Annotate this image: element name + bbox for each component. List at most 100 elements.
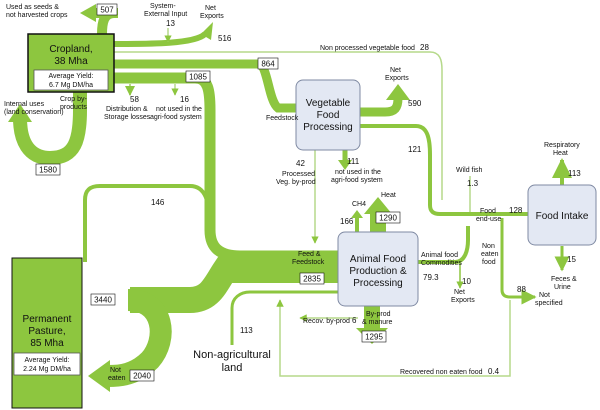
cropland-yield-label: Average Yield: [48,73,93,80]
not-eaten-value: 2040 [133,372,151,381]
flow-non-processed-veg [114,51,443,200]
feces-value: 15 [567,255,576,264]
manure-value: 1295 [365,333,383,342]
veg-net-exports-value: 590 [408,99,422,108]
system-input-label-1: System- [150,3,176,10]
ch4-label: CH4 [352,201,366,208]
crop-byproducts-label-2: products [60,104,87,111]
wild-fish-label: Wild fish [456,167,483,174]
respiratory-value: 113 [568,169,581,178]
animal-line-1: Animal Food [350,254,406,265]
pasture-title-1: Permanent [23,314,72,325]
recovered-non-eaten-label: Recovered non eaten food [400,369,483,376]
recovered-non-eaten-value: 0.4 [488,367,500,376]
veg-not-used-value: 111 [347,157,360,166]
flow-animal-commodities [418,226,470,264]
manure-label-1: By-prod [366,311,391,318]
veg-not-used-label-1: not used in the [335,169,381,176]
node-vegetable-processing: Vegetable Food Processing [295,79,361,151]
flow-recovered-non-eaten [276,299,511,377]
crop-to-feed-value: 1085 [189,73,207,82]
feces-label-2: Urine [554,284,571,291]
internal-uses-label-1: Internal uses [4,101,45,108]
pasture-grazed-value: 3440 [94,296,112,305]
not-used-agri-label-1: not used in the [156,106,202,113]
flow-ch4-arrow [351,210,363,218]
pasture-to-feed-value: 146 [151,198,165,207]
not-eaten-label-1: Not [110,367,121,374]
flow-pasture-grazed [130,257,338,313]
flow-non-eaten-food [500,218,537,305]
recov-byprod-value: 6 [352,316,357,325]
non-processed-veg-value: 28 [420,43,429,52]
animal-commodities-value: 79.3 [423,273,439,282]
flow-veg-net-exports-arrow [386,84,410,100]
manure-label-2: & manure [362,319,392,326]
flow-crop-net-exports [113,31,208,47]
system-input-label-2: External Input [144,11,187,18]
flow-crop-byproducts-arrow [8,104,32,122]
ch4-value: 166 [340,217,354,226]
not-used-agri-label-2: agri-food system [150,114,202,121]
not-specified-label-2: specified [535,300,563,307]
node-non-agri-land: Non-agricultural land [193,349,271,374]
non-eaten-value: 88 [517,285,526,294]
non-processed-veg-label: Non processed vegetable food [320,45,415,52]
flow-non-agri-input [230,290,338,345]
distribution-losses-value: 58 [130,95,139,104]
vegetable-line-1: Vegetable [306,98,351,109]
veg-to-intake-value: 121 [408,145,422,154]
heat-label: Heat [381,192,396,199]
food-end-use-label-1: Food [480,208,496,215]
system-input-value: 13 [166,19,175,28]
cropland-title-1: Cropland, [49,44,92,55]
seeds-label-2: not harvested crops [6,12,68,19]
cropland-yield-value: 6.7 Mg DM/ha [49,82,93,89]
crop-byproducts-value: 1580 [39,166,57,175]
distribution-losses-label-2: Storage losses [104,114,151,121]
veg-net-exports-label-2: Exports [385,75,409,82]
crop-net-exports-label-1: Net [205,5,216,12]
pasture-title-3: 85 Mha [30,338,64,349]
flow-not-eaten [107,289,172,387]
crop-to-veg-value: 864 [261,60,275,69]
not-specified-label-1: Not [539,292,550,299]
feed-feedstock-label-1: Feed & [298,251,321,258]
non-eaten-label-2: eaten [481,251,499,258]
flow-veg-not-used-arrow [338,160,352,170]
pasture-yield-value: 2.24 Mg DM/ha [23,366,71,373]
crop-net-exports-label-2: Exports [200,13,224,20]
feedstock-label: Feedstock [266,115,299,122]
pasture-yield-label: Average Yield: [24,357,69,364]
node-cropland: Cropland, 38 Mha Average Yield: 6.7 Mg D… [27,33,115,93]
non-eaten-label-1: Non [482,243,495,250]
crop-byproducts-label-1: Crop by- [60,96,88,103]
respiratory-label-1: Respiratory [544,142,580,149]
internal-uses-label-2: (land conservation) [4,109,64,116]
flow-veg-to-intake [360,124,528,216]
non-agri-input-value: 113 [240,326,253,335]
veg-byprod-label-1: Processed [282,171,315,178]
heat-value: 1290 [379,214,397,223]
veg-byprod-label-2: Veg. by-prod [276,179,316,186]
intake-label: Food Intake [536,211,589,222]
flow-seeds-arrow [80,4,96,22]
animal-line-3: Processing [353,278,402,289]
node-food-intake: Food Intake [527,184,597,246]
food-end-use-value: 128 [509,206,523,215]
flow-pasture-to-feed [83,184,212,262]
boxed-values: 507 864 1085 1580 3440 2040 2835 1290 12… [35,3,401,382]
veg-net-exports-label-1: Net [390,67,401,74]
animal-net-exports-value: 10 [462,277,471,286]
vegetable-line-2: Food [317,110,340,121]
flow-values: 13 516 28 58 16 590 42 111 121 1.3 128 1… [130,19,581,376]
flow-heat-arrow [364,197,392,214]
animal-commodities-label-2: Commodities [421,260,462,267]
animal-commodities-label-1: Animal food [421,252,458,259]
animal-line-2: Production & [349,266,407,277]
node-pasture: Permanent Pasture, 85 Mha Average Yield:… [11,257,83,409]
flow-ch4 [355,216,359,232]
recov-byprod-label: Recov. by-prod [303,318,350,325]
crop-net-exports-value: 516 [218,34,232,43]
